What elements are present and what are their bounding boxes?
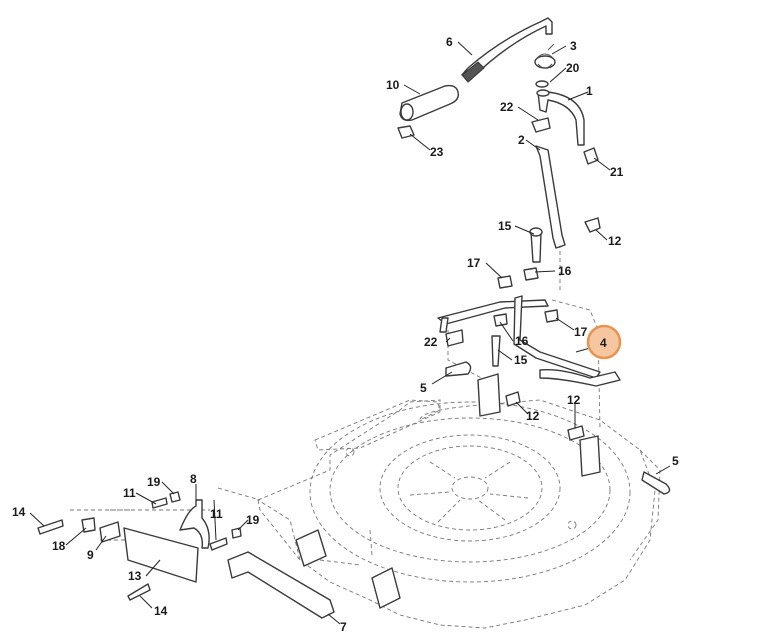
- part-22-clip-top: [531, 117, 551, 133]
- callout-18: 18: [52, 539, 66, 553]
- callout-5-right: 5: [672, 454, 679, 468]
- part-8-spring: [179, 499, 210, 549]
- callout-12-right: 12: [567, 393, 581, 407]
- callout-14-top: 14: [12, 505, 26, 519]
- part-20-washer: [535, 80, 549, 88]
- deck-hinge-left: [295, 529, 327, 567]
- callout-16-top: 16: [558, 264, 572, 278]
- callout-13: 13: [128, 569, 142, 583]
- callout-6: 6: [446, 35, 453, 49]
- callout-12-top: 12: [608, 234, 622, 248]
- part-12-clip-c: [567, 425, 585, 441]
- deck-hinge-right: [371, 567, 401, 609]
- callout-14-bottom: 14: [154, 604, 168, 618]
- callout-22-top: 22: [500, 100, 514, 114]
- callout-16-mid: 16: [515, 334, 529, 348]
- part-12-clip-a: [584, 217, 601, 233]
- callout-22-mid: 22: [424, 335, 438, 349]
- part-19-nut-b: [231, 527, 242, 539]
- callout-21: 21: [610, 165, 624, 179]
- callout-11-left: 11: [123, 486, 136, 500]
- part-16-nut-a: [523, 267, 539, 281]
- callout-15-top: 15: [498, 219, 512, 233]
- callout-2: 2: [518, 133, 525, 147]
- callout-11-right: 11: [210, 507, 223, 521]
- part-11-pin-a: [151, 497, 168, 509]
- part-7-wire-handle: [227, 551, 335, 619]
- callout-17-top: 17: [467, 256, 481, 270]
- part-19-nut-a: [169, 491, 181, 503]
- callout-5-left: 5: [420, 381, 427, 395]
- part-4-bracket: [437, 295, 621, 387]
- callout-1: 1: [586, 84, 593, 98]
- callout-15-mid: 15: [514, 353, 528, 367]
- part-5-pin-b: [641, 471, 671, 495]
- part-1-bent-lever: [537, 91, 585, 146]
- part-11-pin-b: [209, 537, 228, 551]
- part-16-nut-b: [493, 313, 508, 327]
- part-23-cap: [397, 125, 415, 139]
- part-21-clip: [583, 147, 599, 165]
- part-14-screw-b: [127, 583, 151, 601]
- callout-17-mid: 17: [574, 325, 588, 339]
- callout-19-right: 19: [246, 513, 260, 527]
- part-17-nut-a: [497, 275, 513, 289]
- callout-10: 10: [386, 78, 400, 92]
- callout-8: 8: [190, 472, 197, 486]
- callout-3: 3: [570, 39, 577, 53]
- pivot-block-left: [477, 373, 501, 417]
- part-14-screw-a: [37, 519, 64, 535]
- pivot-block-right: [579, 435, 601, 477]
- part-15-bolt-b: [491, 335, 501, 367]
- leader-lines: [29, 41, 671, 625]
- part-17-nut-b: [544, 309, 559, 323]
- highlight-circle-4: [586, 324, 622, 360]
- part-6-grip: [461, 61, 485, 83]
- part-2-rod: [535, 145, 566, 249]
- part-13-bracket: [123, 527, 199, 583]
- callout-labels: 6 3 20 10 1 22 2 23 21 15 12 17 16 17 4 …: [12, 35, 679, 634]
- callout-7: 7: [340, 620, 347, 634]
- part-9-sleeve: [99, 521, 121, 543]
- callout-12-mid: 12: [526, 409, 540, 423]
- part-22-clip-b: [445, 329, 464, 347]
- part-6-lever-rod: [461, 17, 553, 81]
- callout-4: 4: [600, 336, 607, 350]
- part-3-spring: [534, 43, 556, 69]
- callout-9: 9: [87, 548, 94, 562]
- callout-20: 20: [566, 61, 580, 75]
- callout-23: 23: [430, 145, 444, 159]
- callout-19-top: 19: [147, 475, 161, 489]
- assembly-guide-lines: [70, 240, 601, 541]
